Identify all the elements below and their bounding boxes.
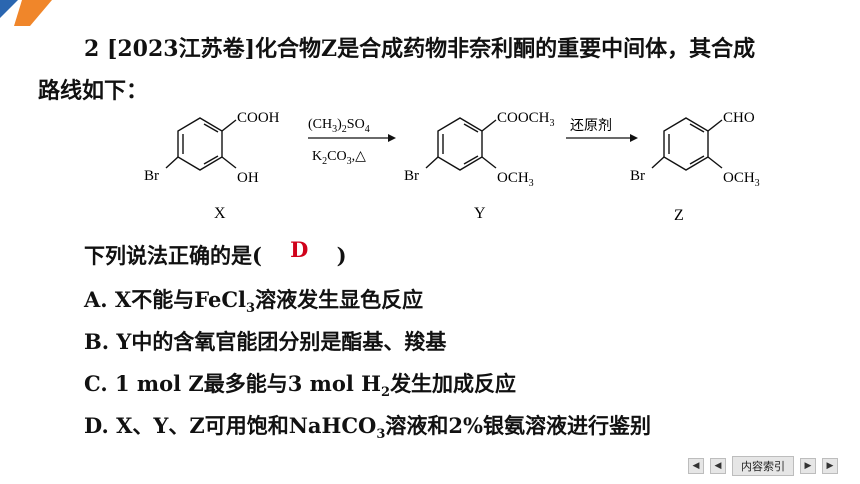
x-right-sub: OH [237,170,259,186]
option-d: D. X、Y、Z可用饱和NaHCO3溶液和2%银氨溶液进行鉴别 [84,413,651,443]
prompt-close: ) [336,243,347,268]
step1-reagent-top: (CH3)2SO4 [308,117,370,135]
z-top-group: CHO [723,110,755,126]
x-label: X [214,205,226,222]
y-right-sub: OCH3 [497,170,534,189]
next-slide-icon[interactable]: ▶ [800,458,816,474]
prev-slide-icon[interactable]: ◀ [710,458,726,474]
corner-decoration [0,0,52,26]
answer: D [290,237,309,262]
option-a: A. X不能与FeCl3溶液发生显色反应 [84,287,424,317]
first-slide-icon[interactable]: ◀ [688,458,704,474]
option-b: B. Y中的含氧官能团分别是酯基、羧基 [84,329,447,354]
z-right-sub: OCH3 [723,170,760,189]
y-label: Y [474,205,486,222]
z-label: Z [674,207,684,224]
last-slide-icon[interactable]: ▶ [822,458,838,474]
question-line-1: 2 [2023江苏卷]化合物Z是合成药物非奈利酮的重要中间体，其合成 [84,36,756,62]
question-prompt: 下列说法正确的是( D ) [84,237,347,270]
y-top-group: COOCH3 [497,110,555,129]
prompt-text: 下列说法正确的是( [84,243,262,268]
z-left-sub: Br [630,168,645,184]
y-left-sub: Br [404,168,419,184]
slide-nav: ◀ ◀ 内容索引 ▶ ▶ [688,456,838,476]
content-index-button[interactable]: 内容索引 [732,456,794,476]
molecule-y [425,117,497,171]
step2-reagent: 还原剂 [570,118,612,134]
step1-reagent-bottom: K2CO3,△ [312,149,366,167]
option-c: C. 1 mol Z最多能与3 mol H2发生加成反应 [84,371,517,401]
molecule-x [165,117,237,171]
reaction-scheme: COOH Br OH X (CH3)2SO4 K2CO3,△ COOCH3 Br… [144,110,760,224]
molecule-z [651,117,723,171]
question-line-2: 路线如下： [38,78,149,104]
x-left-sub: Br [144,168,159,184]
x-top-group: COOH [237,110,280,126]
